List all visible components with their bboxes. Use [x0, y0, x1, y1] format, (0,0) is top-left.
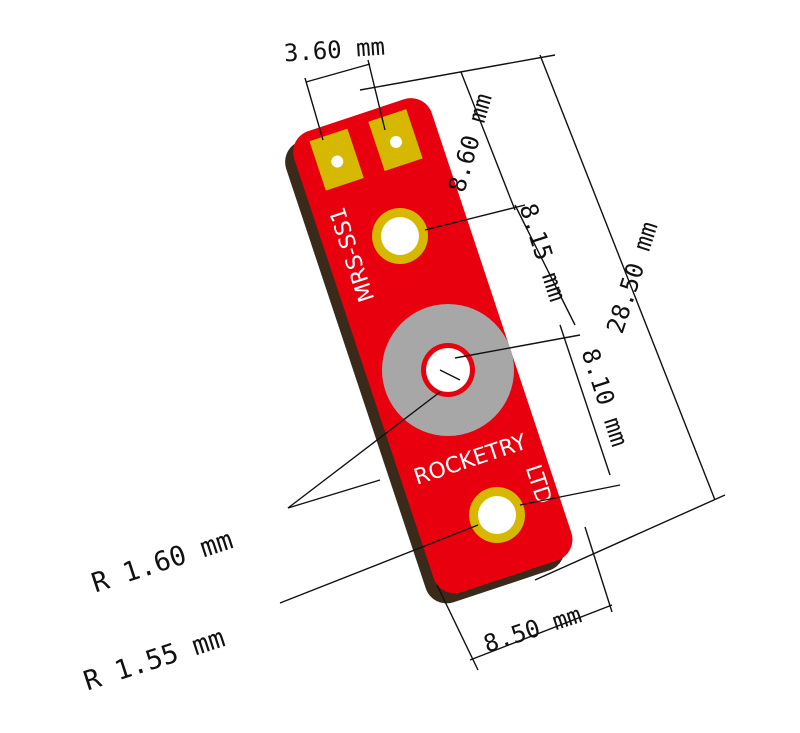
dim-pad-to-hole1: 8.60 mm	[443, 90, 498, 195]
dim-radius-2: R 1.55 mm	[80, 623, 229, 698]
dim-hole1-to-hole2: 8.15 mm	[514, 200, 572, 305]
dimension-lines	[279, 54, 726, 671]
dim-pad-pitch: 3.60 mm	[283, 33, 386, 68]
pad-hole-1	[331, 155, 344, 168]
hole-1	[381, 217, 419, 255]
pad-hole-2	[390, 135, 403, 148]
dim-radius-1: R 1.60 mm	[88, 525, 237, 600]
hole-3	[478, 496, 516, 534]
dim-width: 8.50 mm	[480, 600, 585, 658]
pcb-board: MRS-SS1 ROCKETRY LTD	[285, 98, 573, 604]
hole-2	[426, 348, 470, 392]
